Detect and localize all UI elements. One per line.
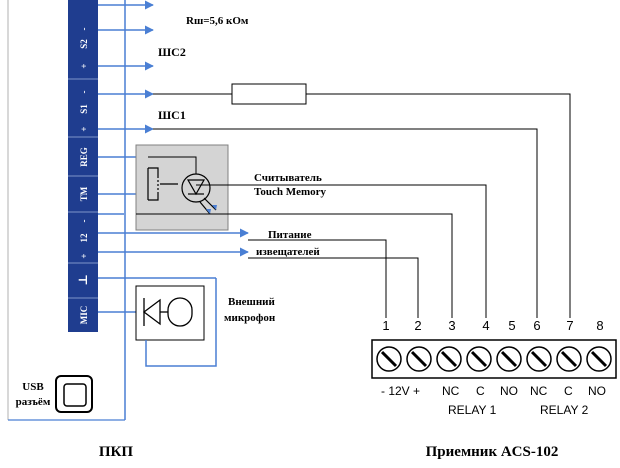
terminal-label-tm: TM <box>79 186 89 201</box>
resistor <box>231 83 307 105</box>
receiver-terminal-number: 3 <box>448 318 455 333</box>
touch-memory-reader <box>135 144 229 231</box>
terminal-label-s1: S1 <box>79 104 89 114</box>
terminal-label-mic: MIC <box>79 306 89 325</box>
usb-label-line2: разъём <box>16 396 51 408</box>
loop1-label: ШС1 <box>158 108 186 122</box>
relay2-nc-label: NC <box>530 384 548 398</box>
receiver-caption: Приемник ACS-102 <box>426 444 559 460</box>
receiver-terminal-number: 5 <box>508 318 515 333</box>
supply-label: - 12V + <box>381 384 420 398</box>
signal-arrows <box>98 0 249 313</box>
terminal-label-s2-minus: - <box>79 28 89 31</box>
terminal-label-ground: ⊥ <box>76 274 90 286</box>
terminal-label-s1-plus: + <box>79 126 89 131</box>
receiver-terminal-number: 4 <box>482 318 489 333</box>
relay1-nc-label: NC <box>442 384 460 398</box>
relay1-label: RELAY 1 <box>448 403 497 417</box>
microphone-label-line1: Внешний <box>228 296 276 308</box>
microphone-label-line2: микрофон <box>224 312 276 324</box>
terminal-label-12-plus: + <box>79 253 89 258</box>
power-label-line1: Питание <box>268 229 312 241</box>
receiver-terminal-number: 7 <box>566 318 573 333</box>
receiver-terminal-number: 6 <box>533 318 540 333</box>
panel-caption: ПКП <box>99 444 134 460</box>
receiver-terminal-block <box>371 339 617 379</box>
microphone-block <box>135 278 217 367</box>
usb-label-line1: USB <box>22 381 44 393</box>
receiver-terminal-number: 2 <box>414 318 421 333</box>
receiver-terminal-number: 8 <box>596 318 603 333</box>
terminal-label-12: 12 <box>79 233 89 243</box>
loop1-wiring <box>153 83 571 318</box>
terminal-label-s2-plus: + <box>79 63 89 68</box>
relay2-label: RELAY 2 <box>540 403 589 417</box>
terminal-label-s1-minus: - <box>79 91 89 94</box>
relay1-no-label: NO <box>500 384 518 398</box>
power-wiring <box>248 239 419 318</box>
relay2-no-label: NO <box>588 384 606 398</box>
relay2-c-label: C <box>564 384 573 398</box>
reader-label-line1: Считыватель <box>254 172 322 184</box>
panel-terminal-strip <box>68 0 98 332</box>
relay1-c-label: C <box>476 384 485 398</box>
loop2-label: ШС2 <box>158 45 186 59</box>
terminal-label-12-minus: - <box>79 220 89 223</box>
terminal-label-s2: S2 <box>79 39 89 49</box>
resistor-label: Rш=5,6 кОм <box>186 15 249 27</box>
terminal-label-reg: REG <box>79 147 89 167</box>
reader-wiring <box>136 184 487 318</box>
reader-label-line2: Touch Memory <box>254 186 327 198</box>
microphone-icon <box>167 297 193 327</box>
receiver-terminal-number: 1 <box>382 318 389 333</box>
panel-body <box>7 0 125 421</box>
usb-connector <box>55 375 93 413</box>
power-label-line2: извещателей <box>256 246 320 258</box>
